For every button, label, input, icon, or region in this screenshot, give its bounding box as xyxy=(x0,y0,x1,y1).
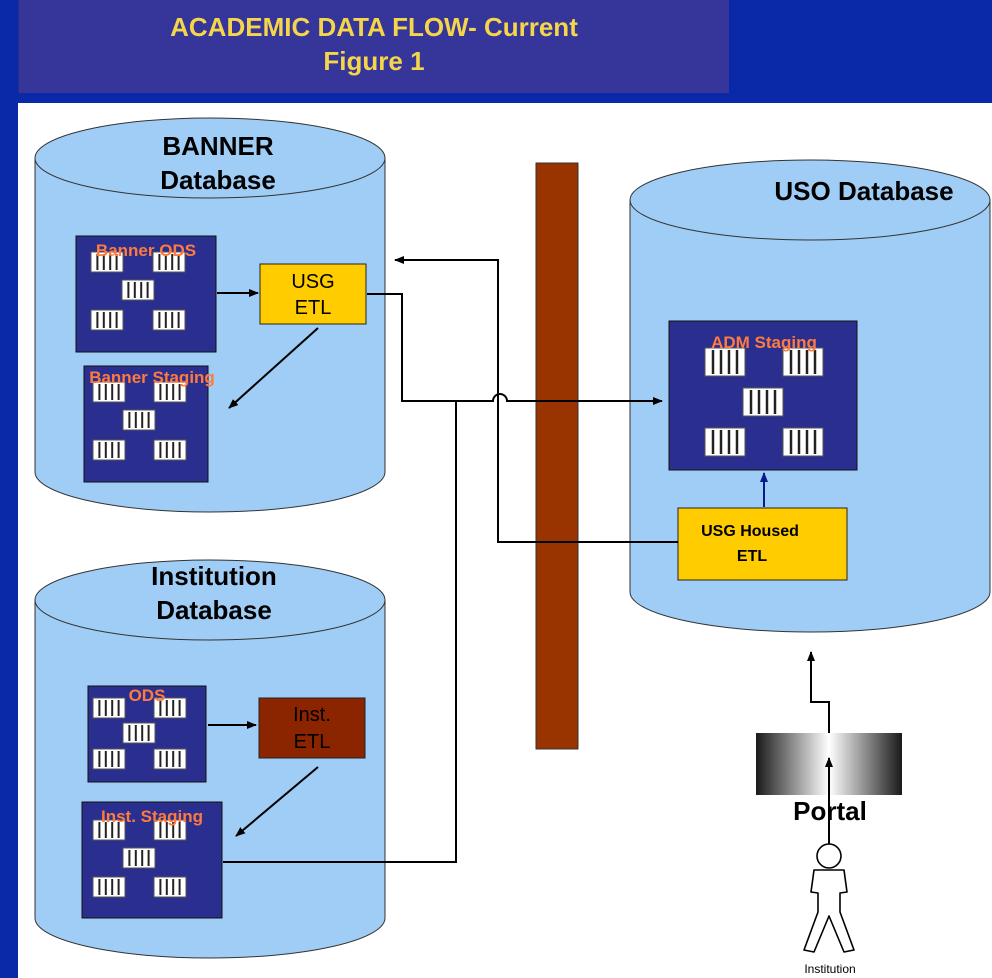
arrow-usg-etl-to-adm xyxy=(367,293,663,405)
table-icon xyxy=(153,819,187,841)
table-icon xyxy=(704,427,746,457)
institution-ods-label: ODS xyxy=(129,686,166,705)
table-icon xyxy=(92,697,126,719)
adm-staging-label: ADM Staging xyxy=(711,333,817,352)
usg-housed-etl-label-1: USG Housed xyxy=(701,523,799,540)
table-icon xyxy=(153,748,187,770)
table-icon xyxy=(153,439,187,461)
firewall-bar xyxy=(535,162,579,750)
banner-db-label-1: BANNER xyxy=(162,131,273,161)
institution-db-label-2: Database xyxy=(156,595,272,625)
banner-db-label-2: Database xyxy=(160,165,276,195)
title-bar: ACADEMIC DATA FLOW- Current Figure 1 xyxy=(18,0,729,93)
usg-etl-label-1: USG xyxy=(291,271,334,293)
inst-etl-box xyxy=(258,697,366,759)
table-icon xyxy=(92,381,126,403)
arrow-usg-etl-to-staging xyxy=(228,327,319,409)
table-icon xyxy=(153,876,187,898)
table-icon xyxy=(122,409,156,431)
uso-db-label: USO Database xyxy=(774,176,953,206)
table-icon xyxy=(92,876,126,898)
arrow-inst-etl-to-staging xyxy=(235,766,319,837)
portal-label: Portal xyxy=(793,796,867,826)
table-icon xyxy=(122,847,156,869)
banner-staging-table xyxy=(83,365,209,483)
table-icon xyxy=(92,819,126,841)
line-inst-staging-to-uso xyxy=(223,400,493,863)
institution-staging-table xyxy=(81,801,223,919)
person-icon xyxy=(803,843,855,953)
connectors xyxy=(208,256,830,863)
table-icon xyxy=(92,439,126,461)
table-icon xyxy=(152,251,186,273)
institution-ods-table xyxy=(87,685,207,783)
adm-staging-table xyxy=(668,320,858,471)
slide-subtitle: Figure 1 xyxy=(323,46,425,76)
table-icon xyxy=(742,387,784,417)
usg-housed-etl-box xyxy=(677,507,848,581)
inst-etl-label-2: ETL xyxy=(294,731,331,753)
banner-staging-label: Banner Staging xyxy=(89,368,215,387)
institution-user-label: Institution xyxy=(804,962,855,976)
table-icon xyxy=(782,347,824,377)
arrow-housed-etl-to-banner xyxy=(394,256,678,543)
table-icon xyxy=(121,279,155,301)
table-icon xyxy=(782,427,824,457)
table-icon xyxy=(153,697,187,719)
table-icon xyxy=(152,309,186,331)
arrow-portal-to-uso xyxy=(807,651,830,733)
table-icon xyxy=(92,748,126,770)
banner-ods-label: Banner ODS xyxy=(96,241,196,260)
table-icon xyxy=(704,347,746,377)
table-icon xyxy=(90,251,124,273)
slide-title: ACADEMIC DATA FLOW- Current xyxy=(170,12,578,42)
banner-ods-table xyxy=(75,235,217,353)
usg-etl-box xyxy=(259,263,367,325)
table-icon xyxy=(122,722,156,744)
institution-staging-label: Inst. Staging xyxy=(101,807,203,826)
usg-housed-etl-label-2: ETL xyxy=(737,548,767,565)
usg-etl-label-2: ETL xyxy=(295,297,332,319)
inst-etl-label-1: Inst. xyxy=(293,704,331,726)
table-icon xyxy=(153,381,187,403)
table-icon xyxy=(90,309,124,331)
institution-db-label-1: Institution xyxy=(151,561,277,591)
